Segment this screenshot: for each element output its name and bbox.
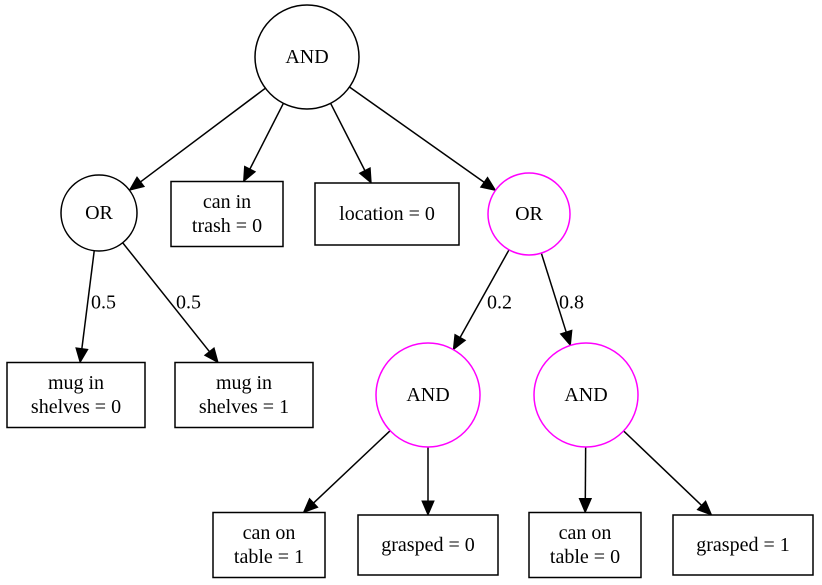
edge-root-to-or1 xyxy=(128,87,266,191)
edge-root-to-can_trash xyxy=(242,102,285,183)
node-label: shelves = 0 xyxy=(31,396,121,418)
node-box xyxy=(672,514,814,576)
edge-probability-label: 0.5 xyxy=(176,292,201,314)
node-box xyxy=(174,361,314,429)
edge-line xyxy=(249,102,285,170)
node-label: OR xyxy=(515,203,543,225)
node-label: table = 0 xyxy=(550,546,620,568)
edge-line xyxy=(540,252,567,333)
node-label: can on xyxy=(243,522,296,544)
state-node-grasp0: grasped = 0 xyxy=(357,514,499,576)
operator-node-or2: OR xyxy=(487,172,571,256)
edge-and2-to-table1 xyxy=(302,430,391,514)
edge-probability-label: 0.8 xyxy=(559,292,584,314)
node-label: mug in xyxy=(216,372,272,394)
edge-probability-label: 0.2 xyxy=(487,292,512,314)
node-box xyxy=(357,514,499,576)
edge-and2-to-grasp0 xyxy=(421,447,435,517)
edge-line xyxy=(122,242,210,353)
node-box xyxy=(212,511,326,579)
edge-and3-to-grasp1 xyxy=(623,430,713,516)
node-label: can on xyxy=(559,522,612,544)
node-label: OR xyxy=(85,202,113,224)
node-label: location = 0 xyxy=(339,203,435,225)
node-label: table = 1 xyxy=(234,546,304,568)
node-circle xyxy=(375,342,481,448)
node-label: shelves = 1 xyxy=(199,396,289,418)
node-box xyxy=(314,182,460,246)
arrowhead xyxy=(242,165,257,183)
edge-root-to-location xyxy=(329,102,372,185)
edge-line xyxy=(81,250,95,349)
node-circle xyxy=(487,172,571,256)
state-node-location: location = 0 xyxy=(314,182,460,246)
arrowhead xyxy=(128,176,146,191)
arrowhead xyxy=(421,500,435,517)
edge-line xyxy=(623,430,702,506)
edges-layer: 0.5 0.5 0.2 0.8 xyxy=(75,86,713,517)
edge-line xyxy=(349,86,485,183)
edge-probability-label: 0.5 xyxy=(91,292,116,314)
node-circle xyxy=(60,174,138,252)
edge-or2-to-and3: 0.8 xyxy=(540,252,584,347)
operator-node-root: AND xyxy=(254,4,360,110)
arrowhead xyxy=(452,333,467,351)
arrowhead xyxy=(302,497,319,514)
node-label: grasped = 1 xyxy=(696,534,789,556)
arrowhead xyxy=(203,346,219,364)
state-node-grasp1: grasped = 1 xyxy=(672,514,814,576)
node-label: mug in xyxy=(48,372,104,394)
arrowhead xyxy=(479,176,497,192)
node-label: AND xyxy=(285,46,328,68)
edge-line xyxy=(140,87,266,183)
edge-or2-to-and2: 0.2 xyxy=(452,249,512,351)
node-label: grasped = 0 xyxy=(381,534,474,556)
edge-line xyxy=(329,102,366,171)
edge-root-to-or2 xyxy=(349,86,497,192)
arrowhead xyxy=(696,500,713,516)
node-label: AND xyxy=(564,384,607,406)
arrowhead xyxy=(559,329,573,347)
operator-node-and3: AND xyxy=(533,342,639,448)
operator-node-or1: OR xyxy=(60,174,138,252)
node-label: can in xyxy=(203,191,251,213)
edge-or1-to-mug1: 0.5 xyxy=(122,242,219,364)
node-label: trash = 0 xyxy=(192,215,262,237)
node-box xyxy=(170,180,284,248)
edge-line xyxy=(459,249,510,338)
node-label: AND xyxy=(406,384,449,406)
arrowhead xyxy=(358,167,372,185)
arrowhead xyxy=(578,497,593,514)
node-circle xyxy=(254,4,360,110)
node-box xyxy=(528,511,642,579)
arrowhead xyxy=(75,347,89,364)
operator-node-and2: AND xyxy=(375,342,481,448)
edge-and3-to-table0 xyxy=(578,446,593,514)
node-box xyxy=(6,361,146,429)
edge-line xyxy=(313,430,391,504)
node-circle xyxy=(533,342,639,448)
edge-or1-to-mug0: 0.5 xyxy=(75,250,116,364)
